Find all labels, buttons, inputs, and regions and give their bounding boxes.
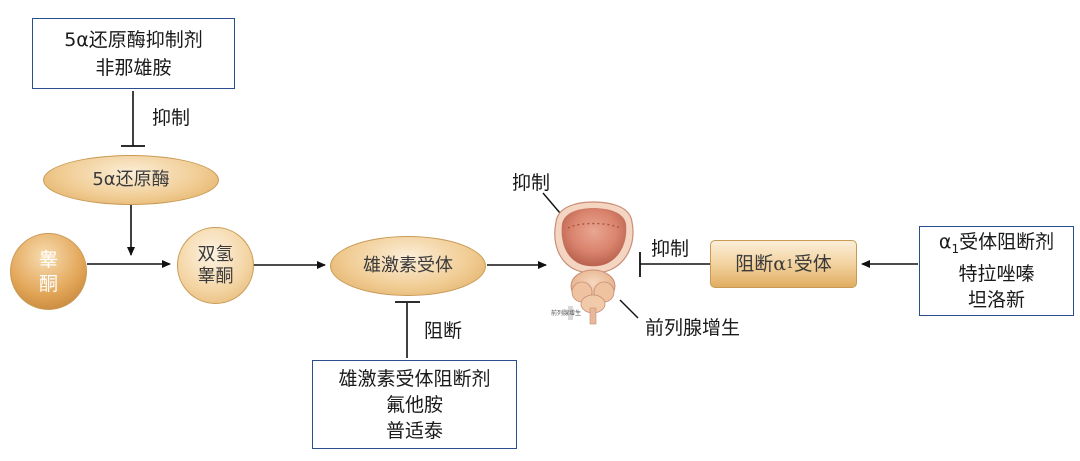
androgen-blocker-drug2: 普适泰 — [385, 419, 443, 442]
alpha-blocker-title: α1受体阻断剂 — [939, 229, 1054, 262]
pointer-inhibit-prostate — [542, 192, 561, 214]
node-alpha-block-prefix: 阻断 — [735, 253, 774, 275]
node-dht-line2: 睾酮 — [197, 265, 234, 287]
node-alpha-block-suffix: 受体 — [793, 253, 832, 275]
alpha-blocker-alpha: α — [938, 230, 952, 253]
node-dht: 双氢 睾酮 — [177, 227, 254, 304]
node-alpha-block-alpha: α — [773, 253, 787, 275]
node-testosterone-line1: 睾 — [38, 248, 58, 271]
inhibit-label-right: 抑制 — [651, 238, 690, 260]
node-dht-line1: 双氢 — [197, 243, 234, 265]
block-label: 阻断 — [424, 320, 463, 342]
node-alpha-block-sub: 1 — [786, 257, 794, 271]
prostate-caption: 前列腺增生 — [551, 310, 582, 317]
bph-label: 前列腺增生 — [645, 317, 741, 339]
inhibitor-5ar-title: 5α还原酶抑制剂 — [64, 28, 203, 51]
pointer-bph — [619, 299, 639, 319]
node-5a-reductase: 5α还原酶 — [43, 155, 219, 205]
node-androgen-receptor-label: 雄激素受体 — [363, 255, 453, 276]
alpha-blocker-drug2: 坦洛新 — [967, 289, 1025, 312]
androgen-blocker-drug1: 氟他胺 — [385, 393, 443, 416]
node-androgen-receptor: 雄激素受体 — [330, 236, 486, 296]
node-5a-reductase-label: 5α还原酶 — [92, 169, 170, 190]
node-testosterone: 睾 酮 — [10, 233, 87, 310]
prostate-anatomy-icon — [554, 201, 634, 325]
androgen-blocker-box: 雄激素受体阻断剂 氟他胺 普适泰 — [312, 360, 517, 449]
alpha-blocker-sub: 1 — [951, 241, 960, 256]
inhibit-label-top: 抑制 — [152, 107, 191, 129]
node-testosterone-line2: 酮 — [38, 272, 58, 295]
inhibit-label-prostate: 抑制 — [512, 172, 551, 194]
inhibitor-5ar-drug: 非那雄胺 — [95, 56, 172, 79]
alpha-blocker-title-rest: 受体阻断剂 — [959, 230, 1055, 253]
inhibitor-5ar-box: 5α还原酶抑制剂 非那雄胺 — [32, 18, 235, 89]
androgen-blocker-title: 雄激素受体阻断剂 — [338, 367, 491, 390]
alpha-blocker-drug1: 特拉唑嗪 — [958, 263, 1035, 286]
alpha-blocker-box: α1受体阻断剂 特拉唑嗪 坦洛新 — [919, 226, 1074, 316]
